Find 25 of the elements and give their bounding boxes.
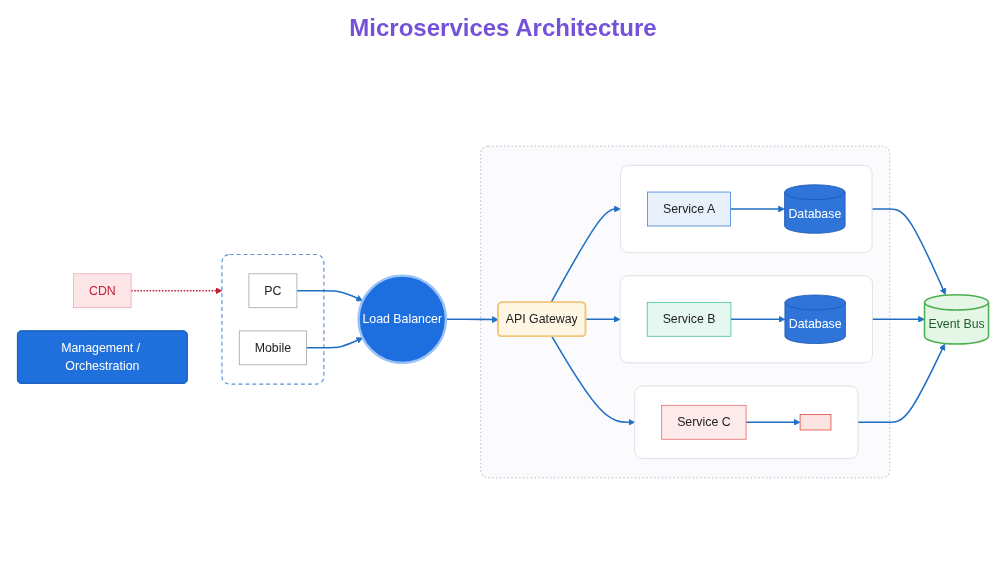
arrow xyxy=(296,290,363,302)
node-box: Service B xyxy=(646,301,732,337)
node-box: Service C xyxy=(661,404,747,440)
arrow xyxy=(745,418,801,426)
arrow xyxy=(730,315,786,323)
node-circle: Load Balancer xyxy=(357,274,448,365)
arrow xyxy=(551,335,635,426)
node-box xyxy=(799,414,832,431)
node-box: Mobile xyxy=(238,330,307,366)
diagram-title: Microservices Architecture xyxy=(349,14,657,41)
arrow xyxy=(857,343,946,424)
arrow xyxy=(445,316,499,323)
node-box: CDN xyxy=(73,273,132,309)
arrow xyxy=(550,205,621,304)
arrow xyxy=(305,337,363,349)
arrow xyxy=(871,315,925,323)
node-box: Service A xyxy=(647,191,731,227)
cluster xyxy=(634,385,859,459)
cluster xyxy=(620,165,873,253)
cluster xyxy=(221,253,325,385)
cluster xyxy=(619,275,873,364)
node-box: PC xyxy=(248,273,298,309)
cluster xyxy=(480,145,891,479)
arrow xyxy=(871,208,947,295)
arrow xyxy=(729,205,785,213)
